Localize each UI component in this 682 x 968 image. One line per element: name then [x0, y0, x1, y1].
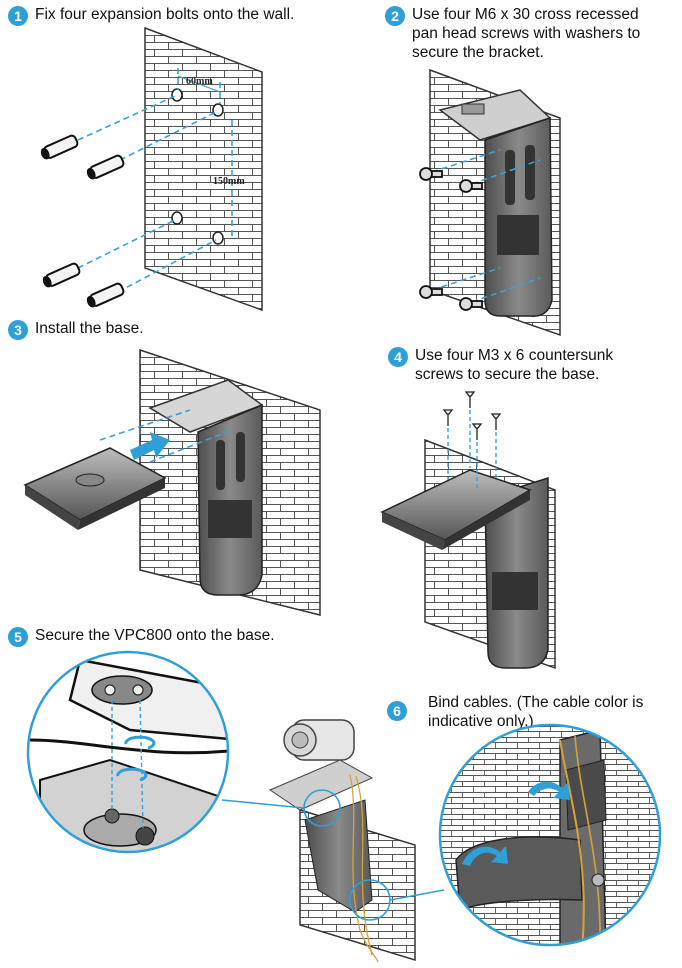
- step-3-number: 3: [8, 320, 28, 340]
- wall-bracket-4: [380, 469, 549, 669]
- zoom-pointer-lines: [221, 789, 445, 921]
- m3-screw-icon: [442, 391, 502, 440]
- step-3: 3 Install the base.: [8, 319, 144, 340]
- rotate-arrow-icon: [116, 735, 156, 782]
- step-4-number: 4: [388, 347, 408, 367]
- cable-lines: [349, 774, 379, 963]
- slide-arrow-icon: [130, 432, 170, 460]
- zoom-view-base-screws: [26, 650, 230, 854]
- step-5-number: 5: [8, 627, 28, 647]
- step-6: 6 Bind cables. (The cable color is indic…: [387, 693, 643, 731]
- step-6-text: Bind cables. (The cable color is indicat…: [428, 694, 644, 730]
- alignment-dashes-4: [447, 410, 497, 490]
- wall-bracket: [438, 89, 553, 317]
- step-3-text: Install the base.: [35, 320, 144, 337]
- step-5: 5 Secure the VPC800 onto the base.: [8, 626, 275, 647]
- step-2: 2 Use four M6 x 30 cross recessed pan he…: [385, 5, 640, 62]
- wrap-arrow-icon: [462, 781, 570, 866]
- alignment-dashes-3: [99, 409, 233, 463]
- step-1: 1 Fix four expansion bolts onto the wall…: [8, 5, 294, 26]
- expansion-bolt-icon: [40, 134, 125, 308]
- alignment-dashes-2: [431, 149, 541, 303]
- dimension-150mm: 150mm: [213, 176, 245, 187]
- step-5-text: Secure the VPC800 onto the base.: [35, 627, 275, 644]
- dimension-marks: 60mm 150mm: [177, 75, 245, 187]
- dimension-60mm: 60mm: [186, 76, 213, 87]
- step-4-text: Use four M3 x 6 countersunk screws to se…: [415, 347, 614, 383]
- step-1-number: 1: [8, 6, 28, 26]
- step-2-text: Use four M6 x 30 cross recessed pan head…: [412, 6, 641, 61]
- m6-screw-icon: [419, 167, 483, 311]
- zoom-view-cable-binding: [438, 723, 662, 947]
- wall-bracket-3: [148, 379, 264, 596]
- step-1-text: Fix four expansion bolts onto the wall.: [35, 6, 295, 23]
- camera-icon: [268, 719, 374, 913]
- step-4: 4 Use four M3 x 6 countersunk screws to …: [388, 346, 613, 384]
- step-2-number: 2: [385, 6, 405, 26]
- step-6-number: 6: [387, 701, 407, 721]
- alignment-dashes-1: [77, 68, 233, 293]
- camera-base: [23, 447, 167, 530]
